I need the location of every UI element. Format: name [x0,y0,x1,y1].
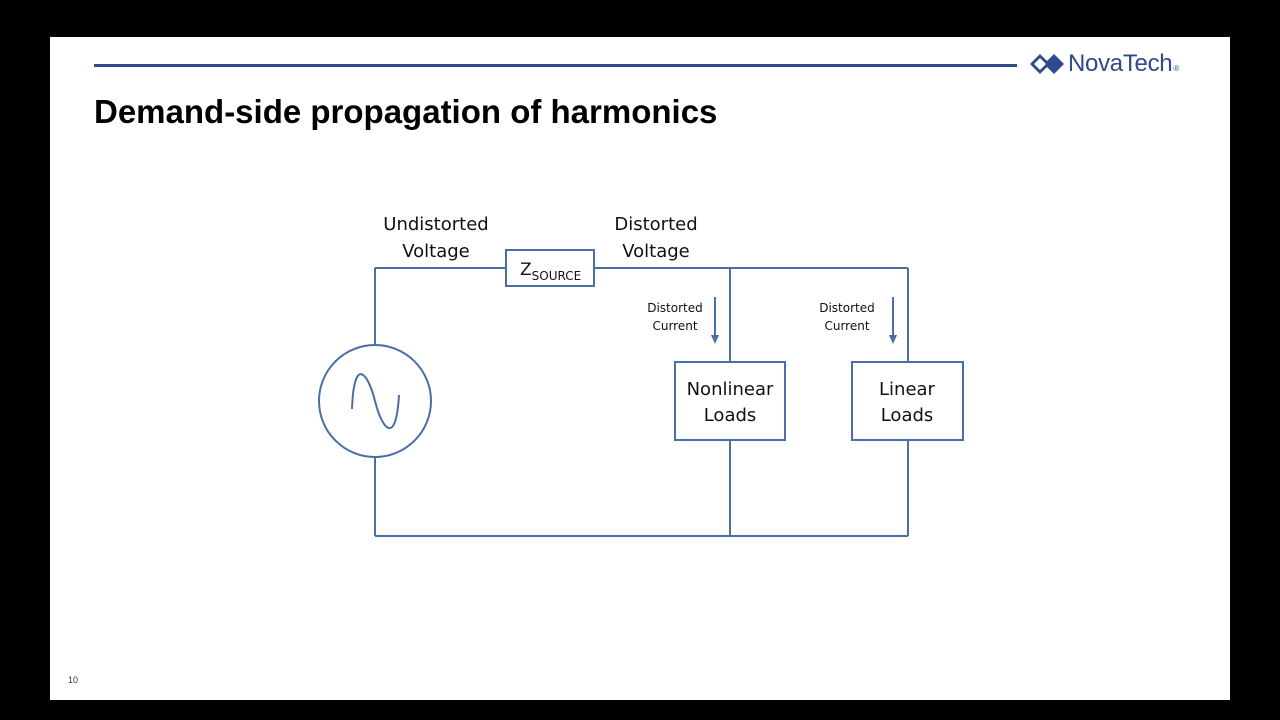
page-number: 10 [68,675,79,685]
current-arrowhead-right [889,335,897,344]
z-source-subscript: SOURCE [532,269,582,283]
nonlinear-loads-line2: Loads [704,405,757,426]
linear-loads-line1: Linear [879,379,936,400]
sine-wave-icon [351,373,400,430]
z-source-box [505,249,595,287]
undistorted-voltage-line2: Voltage [402,241,470,262]
slide: NovaTech ® Demand-side propagation of ha… [50,37,1230,700]
z-source-label: ZSOURCE [520,260,581,283]
current-left-line1: Distorted [647,301,703,315]
diamond-logo-icon [1030,54,1064,74]
logo-registered-mark: ® [1173,64,1180,73]
circuit-diagram: Undistorted Voltage Distorted Voltage ZS… [318,214,964,537]
distorted-voltage-line2: Voltage [622,241,690,262]
current-left-line2: Current [652,319,697,333]
distorted-voltage-line1: Distorted [614,214,697,235]
current-arrowhead-left [711,335,719,344]
undistorted-voltage-line1: Undistorted [383,214,488,235]
current-right-line2: Current [824,319,869,333]
novatech-logo: NovaTech ® [1030,49,1179,79]
linear-loads-line2: Loads [881,405,934,426]
header-rule [94,64,1017,67]
linear-loads-box [851,361,964,441]
z-source-main: Z [520,260,532,280]
slide-title: Demand-side propagation of harmonics [94,93,718,130]
logo-text: NovaTech [1068,50,1173,77]
nonlinear-loads-box [674,361,786,441]
nonlinear-loads-line1: Nonlinear [687,379,774,400]
current-right-line1: Distorted [819,301,875,315]
